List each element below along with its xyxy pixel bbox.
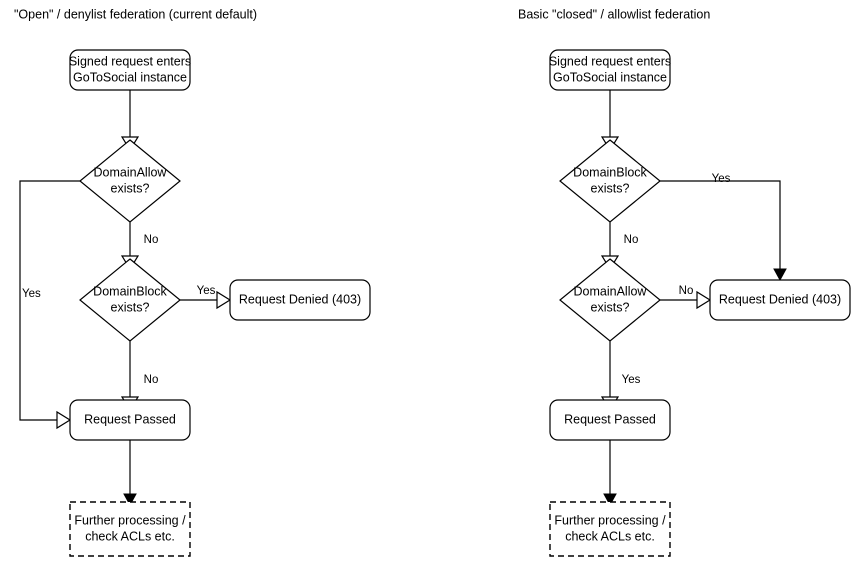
request-passed-label-right: Request Passed	[564, 412, 656, 426]
node-entry-right[interactable]: Signed request enters GoToSocial instanc…	[549, 49, 671, 91]
domain-allow-label-line2: exists?	[111, 181, 150, 195]
further-processing-label-right-line2: check ACLs etc.	[565, 529, 655, 543]
edge-label-yes-block-right: Yes	[712, 173, 731, 185]
edge-label-yes-allow-right: Yes	[622, 374, 641, 386]
edge-domainallow-yes-to-passed: Yes	[19, 180, 80, 430]
domain-allow-label-right-line1: DomainAllow	[574, 284, 648, 298]
request-denied-box-shape-right[interactable]	[709, 279, 851, 321]
further-processing-label-line2: check ACLs etc.	[85, 529, 175, 543]
further-processing-label-right-line1: Further processing /	[554, 513, 666, 527]
panel-title-closed-allowlist: Basic "closed" / allowlist federation	[518, 7, 710, 21]
entry-label-line2: GoToSocial instance	[73, 70, 187, 84]
entry-label-right-line2: GoToSocial instance	[553, 70, 667, 84]
node-request-denied-left[interactable]: Request Denied (403)	[229, 279, 371, 321]
edge-domainblock-yes-to-denied-right: Yes	[660, 173, 787, 282]
domain-allow-label-line1: DomainAllow	[94, 165, 168, 179]
edge-domainallow-no-to-denied-right: No	[660, 285, 712, 310]
node-entry-left[interactable]: Signed request enters GoToSocial instanc…	[69, 49, 191, 91]
entry-label-line1: Signed request enters	[69, 54, 191, 68]
edge-label-no-2-right: No	[679, 285, 694, 297]
further-processing-box-shape-right[interactable]	[549, 501, 671, 557]
node-domain-allow-left[interactable]: DomainAllow exists?	[79, 139, 181, 223]
edge-passed-to-further-right	[603, 440, 617, 507]
edge-label-yes-block: Yes	[197, 285, 216, 297]
request-passed-label: Request Passed	[84, 412, 176, 426]
request-denied-label: Request Denied (403)	[239, 292, 361, 306]
edge-label-yes-loop: Yes	[22, 288, 41, 300]
node-further-processing-right[interactable]: Further processing / check ACLs etc.	[549, 501, 671, 557]
request-denied-label-right: Request Denied (403)	[719, 292, 841, 306]
node-request-passed-left[interactable]: Request Passed	[69, 399, 191, 441]
edge-label-no-2: No	[144, 374, 159, 386]
domain-block-label-right-line2: exists?	[591, 181, 630, 195]
panel-closed-allowlist: Basic "closed" / allowlist federation Si…	[518, 7, 851, 557]
entry-label-right-line1: Signed request enters	[549, 54, 671, 68]
edge-domainblock-no-to-domainallow-right: No	[600, 222, 639, 271]
node-domain-block-left[interactable]: DomainBlock exists?	[79, 258, 181, 342]
domain-block-label-right-line1: DomainBlock	[573, 165, 647, 179]
further-processing-label-line1: Further processing /	[74, 513, 186, 527]
domain-block-label-line1: DomainBlock	[93, 284, 167, 298]
edge-passed-to-further	[123, 440, 137, 507]
node-request-denied-right[interactable]: Request Denied (403)	[709, 279, 851, 321]
panel-open-denylist: "Open" / denylist federation (current de…	[14, 7, 371, 557]
node-request-passed-right[interactable]: Request Passed	[549, 399, 671, 441]
request-denied-box-shape[interactable]	[229, 279, 371, 321]
domain-allow-label-right-line2: exists?	[591, 300, 630, 314]
edge-domainblock-yes-to-denied: Yes	[180, 285, 232, 310]
further-processing-box-shape[interactable]	[69, 501, 191, 557]
edge-label-no-1-right: No	[624, 234, 639, 246]
domain-block-label-line2: exists?	[111, 300, 150, 314]
node-domain-allow-right[interactable]: DomainAllow exists?	[559, 258, 661, 342]
edge-label-no-1: No	[144, 234, 159, 246]
node-further-processing-left[interactable]: Further processing / check ACLs etc.	[69, 501, 191, 557]
node-domain-block-right[interactable]: DomainBlock exists?	[559, 139, 661, 223]
panel-title-open-denylist: "Open" / denylist federation (current de…	[14, 7, 257, 21]
